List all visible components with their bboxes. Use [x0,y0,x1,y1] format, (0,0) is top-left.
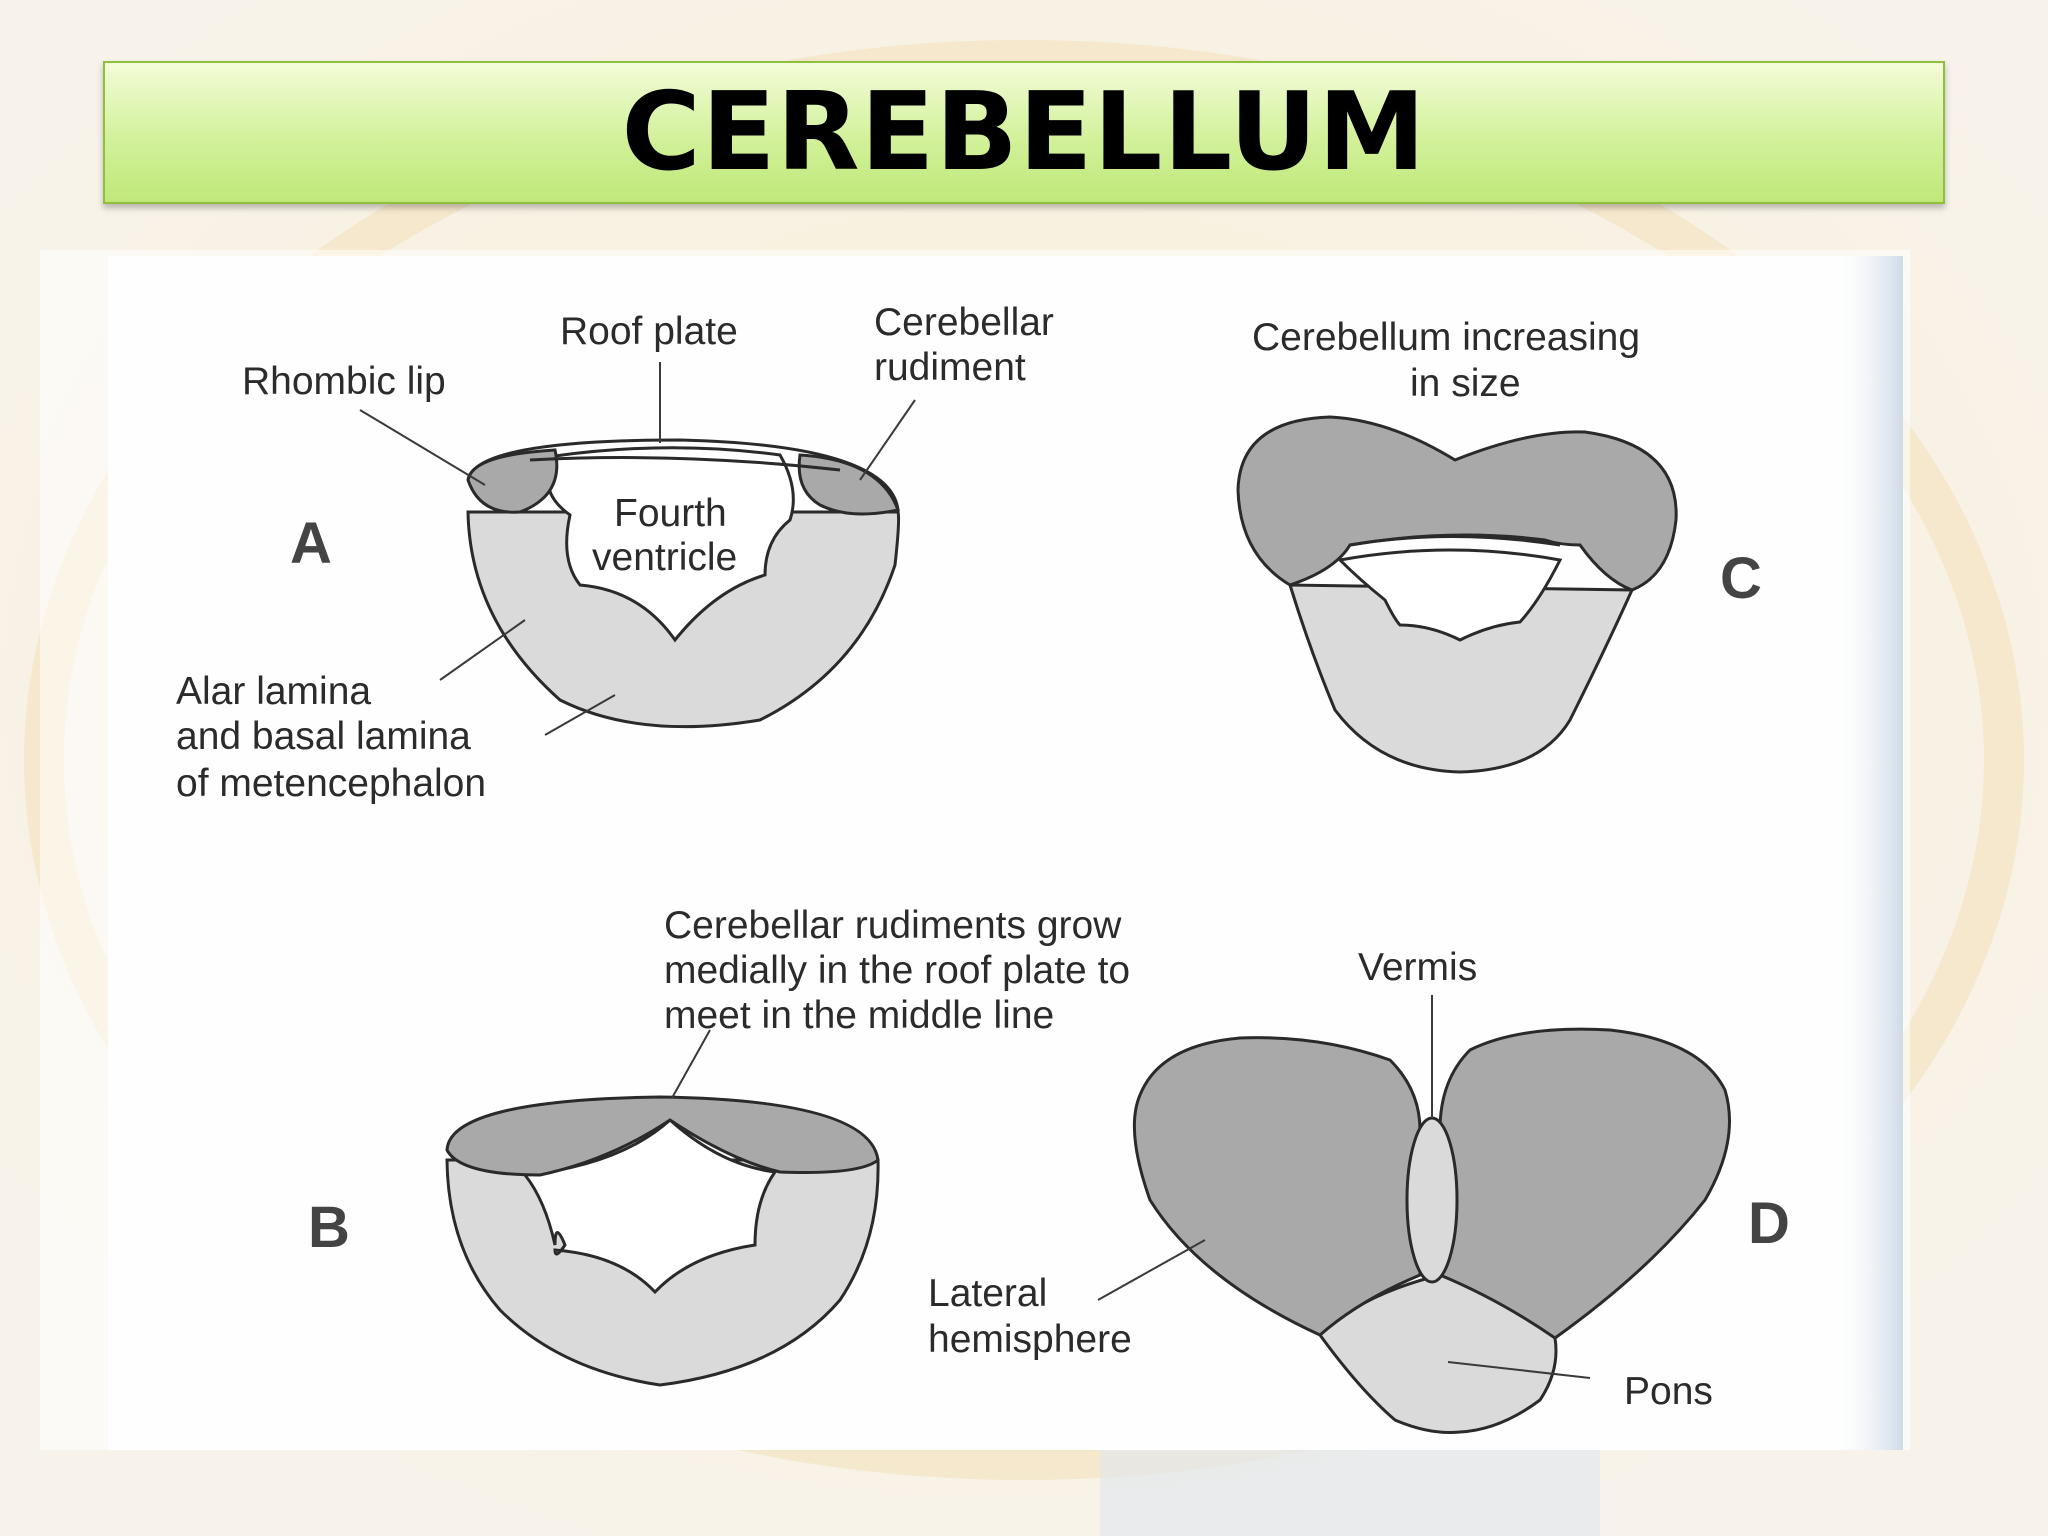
lateral-hemisphere-label-line2: hemisphere [928,1318,1132,1361]
lateral-hemisphere-label-line1: Lateral [928,1272,1047,1315]
fourth-ventricle [546,446,795,643]
panel-d-letter: D [1748,1191,1790,1256]
alar-basal-label-line3: of metencephalon [176,762,486,805]
panel-b-rudiments-region [445,1095,880,1177]
panel-b-letter: B [308,1195,350,1260]
rhombic-lip-leader [359,409,486,486]
panel-c-ventricle [1336,548,1563,642]
panel-c: C Cerebellum increasing in size [1236,316,1762,774]
panel-c-caption-line2: in size [1410,362,1521,405]
cerebellum-increasing-region [1236,415,1678,592]
roof-plate [466,438,900,511]
cerebellar-rudiment-label-line2: rudiment [874,346,1026,389]
panel-c-basal-region [1287,583,1635,774]
page-title: CEREBELLUM [621,69,1427,195]
panel-b-caption-line1: Cerebellar rudiments grow [664,904,1122,947]
title-banner: CEREBELLUM [103,61,1945,204]
basal-lamina-leader [544,694,616,736]
panel-a: A Rhombic lip Roof plate Cerebellar rudi… [176,301,1054,805]
cerebellar-rudiment-leader [859,399,916,481]
alar-basal-label-line1: Alar lamina [176,670,371,713]
pons-label: Pons [1624,1370,1713,1413]
panel-b-caption-line2: medially in the roof plate to [664,949,1130,992]
lateral-hemisphere-leader [1097,1239,1206,1301]
vermis-label: Vermis [1358,946,1477,989]
panel-b: B Cerebellar rudiments grow medially in … [308,904,1130,1387]
roof-plate-label: Roof plate [560,310,738,353]
panel-c-letter: C [1720,546,1762,611]
cerebellar-rudiment-label-line1: Cerebellar [874,301,1054,344]
page-edge-shadow [1830,256,1903,1450]
panel-b-caption-line3: meet in the middle line [664,994,1054,1037]
panel-a-letter: A [290,511,332,576]
alar-lamina-leader [439,619,526,681]
panel-c-caption-line1: Cerebellum increasing [1252,316,1640,359]
alar-basal-label-line2: and basal lamina [176,715,471,758]
pons-leader [1447,1361,1591,1379]
fourth-ventricle-label-line2: ventricle [592,536,737,579]
rhombic-lip-label: Rhombic lip [242,360,446,403]
panel-d: D Vermis Lateral hemisphere Pons [928,946,1790,1434]
vermis [1405,1116,1459,1284]
panel-b-leader [671,1029,711,1099]
fourth-ventricle-label-line1: Fourth [614,492,727,535]
